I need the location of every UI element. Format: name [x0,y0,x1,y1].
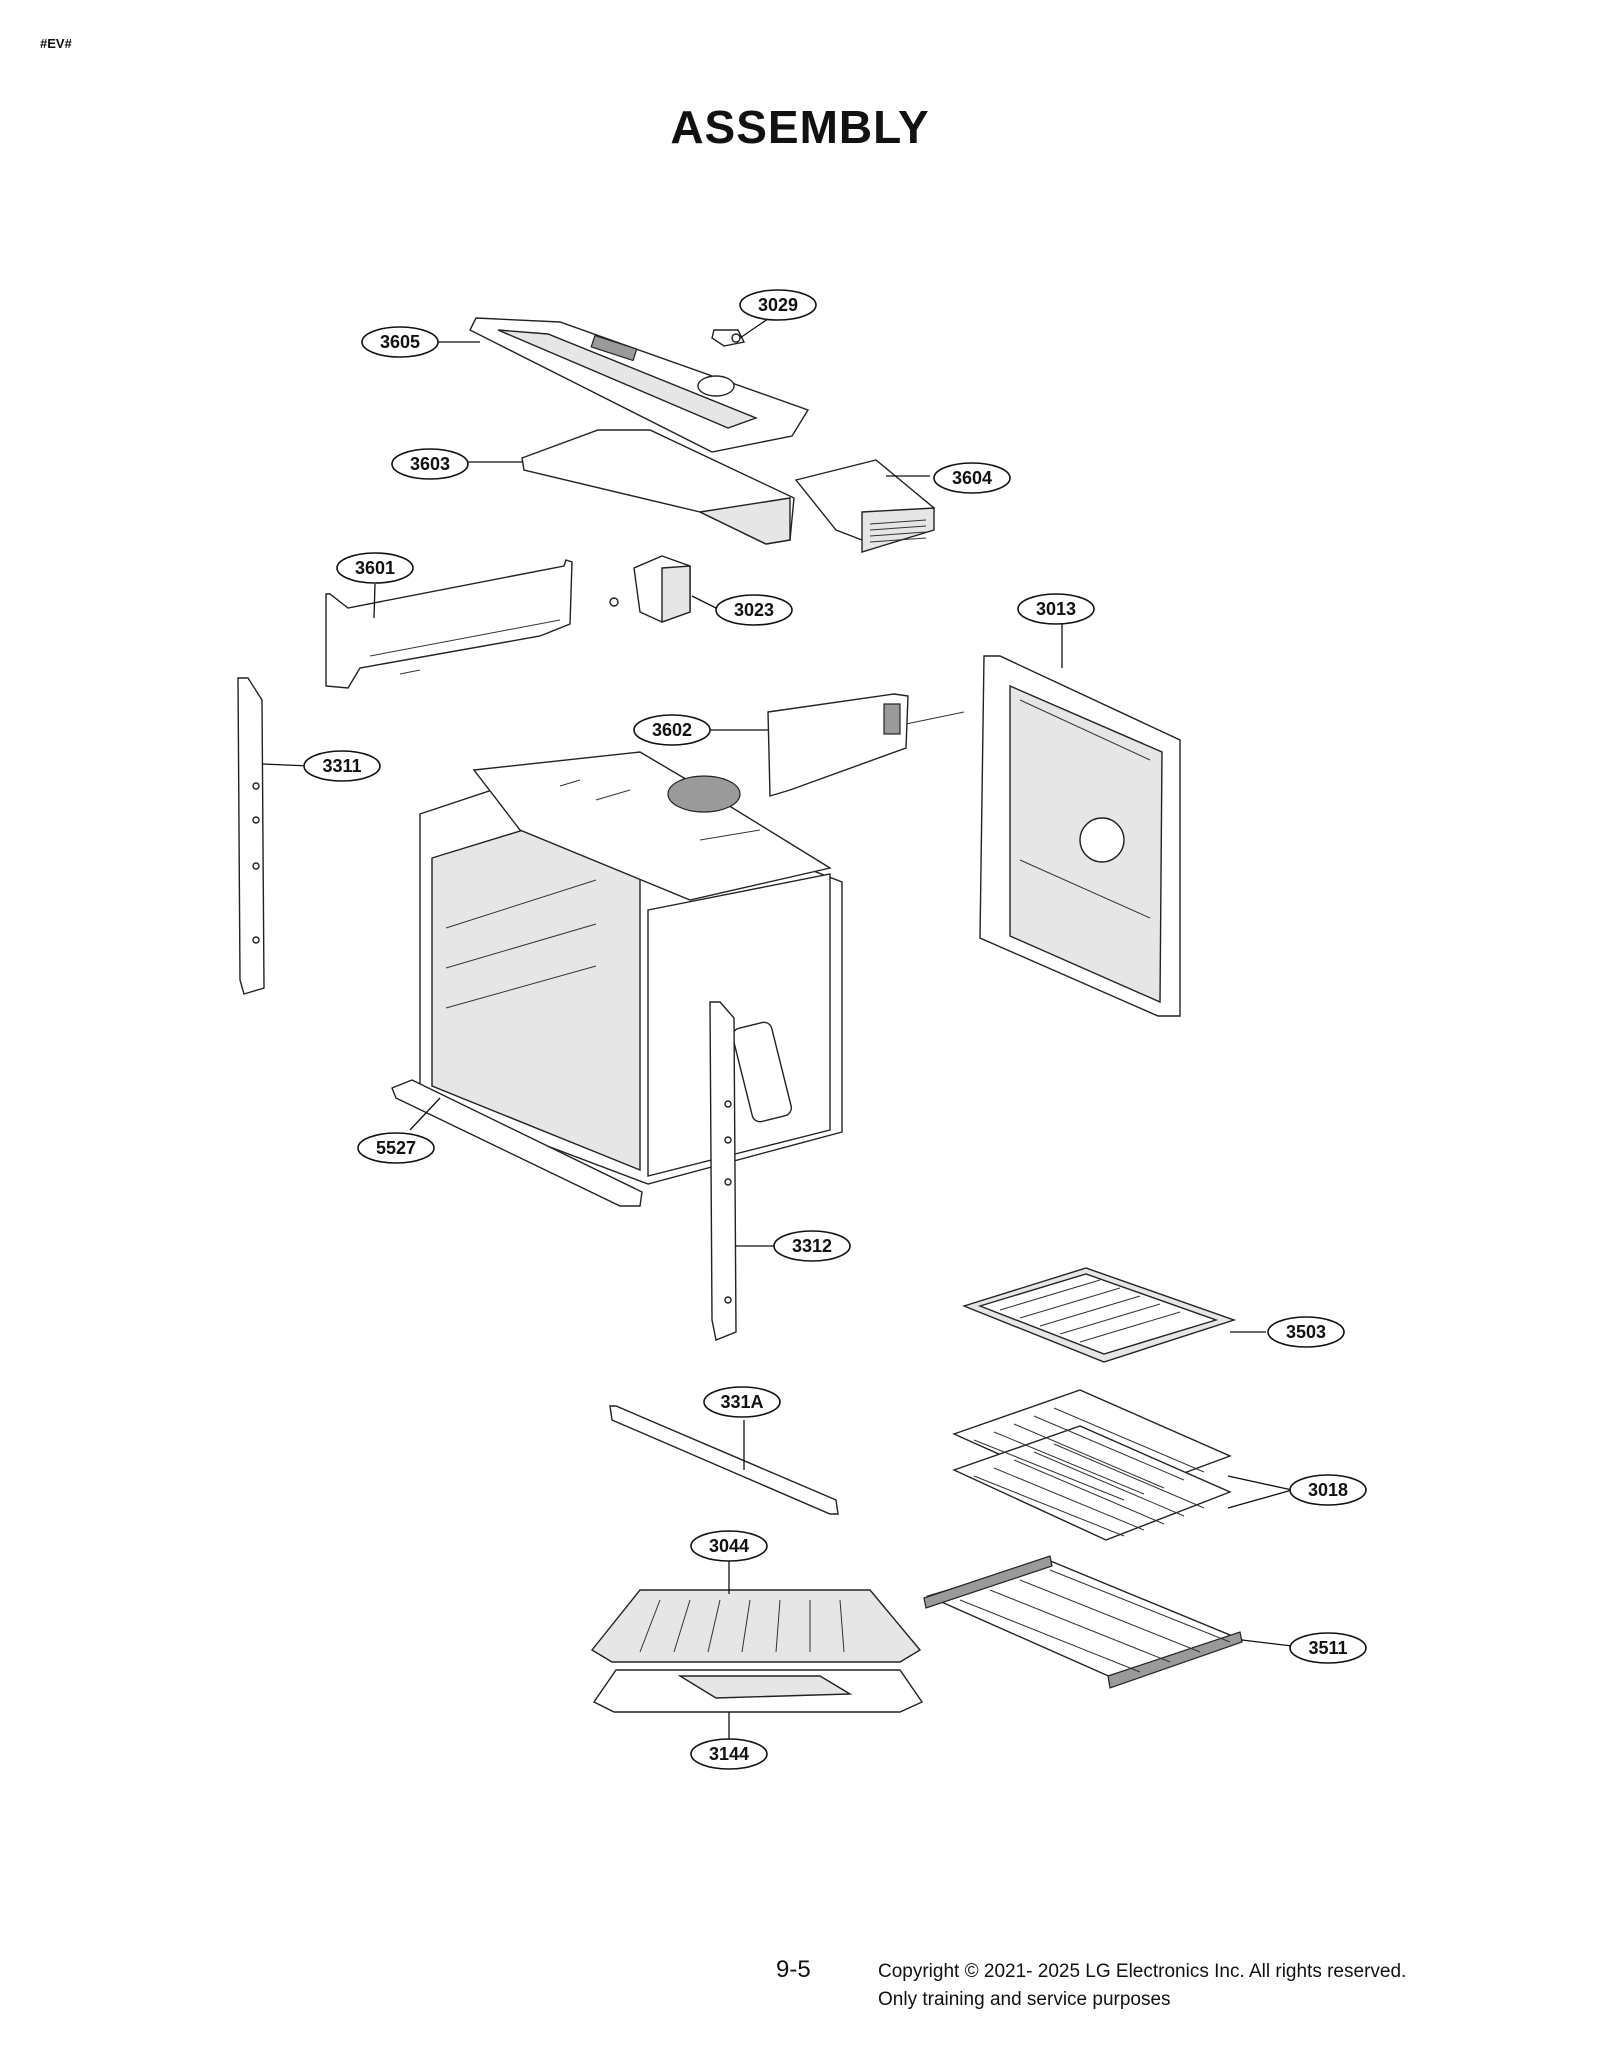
part-rear-plate [767,693,965,797]
svg-text:3029: 3029 [758,295,798,315]
callout-3604: 3604 [933,462,1011,494]
part-bracket-small [711,329,746,347]
copyright-notice: Copyright © 2021- 2025 LG Electronics In… [878,1958,1406,2014]
part-oven-cavity [419,751,843,1185]
callout-5527: 5527 [357,1132,435,1164]
part-rail-right [709,1001,737,1341]
callout-3018: 3018 [1289,1474,1367,1506]
svg-text:3312: 3312 [792,1236,832,1256]
copyright-line-2: Only training and service purposes [878,1989,1171,2010]
part-mesh-tray [961,1267,1237,1363]
callout-3601: 3601 [336,552,414,584]
callout-3503: 3503 [1267,1316,1345,1348]
callout-3144: 3144 [690,1738,768,1770]
svg-text:3013: 3013 [1036,599,1076,619]
part-control-module [609,555,691,623]
copyright-line-1: Copyright © 2021- 2025 LG Electronics In… [878,1961,1407,1982]
svg-text:3604: 3604 [952,468,992,488]
callout-3511: 3511 [1289,1632,1367,1664]
svg-text:3503: 3503 [1286,1322,1326,1342]
svg-text:3144: 3144 [709,1744,749,1764]
part-back-wall [979,655,1181,1017]
part-rail-left [237,677,265,995]
callout-3029: 3029 [739,289,817,321]
svg-text:331A: 331A [720,1392,763,1412]
corner-mark: #EV# [40,36,72,51]
part-trim-strip [609,1405,839,1515]
callout-3605: 3605 [361,326,439,358]
leader-lines [261,311,1293,1740]
svg-text:3605: 3605 [380,332,420,352]
part-front-trim [391,1079,643,1207]
callout-3311: 3311 [303,750,381,782]
svg-text:3511: 3511 [1308,1638,1347,1658]
callout-3602: 3602 [633,714,711,746]
svg-text:3018: 3018 [1308,1480,1348,1500]
svg-text:3602: 3602 [652,720,692,740]
page-title: ASSEMBLY [670,101,930,153]
callout-331A: 331A [703,1386,781,1418]
part-duct-box [794,459,936,553]
callout-3023: 3023 [715,594,793,626]
part-shield-plate [521,429,795,545]
part-oven-racks [952,1389,1232,1541]
svg-text:3023: 3023 [734,600,774,620]
part-slide-rack [923,1555,1244,1689]
svg-text:3601: 3601 [355,558,395,578]
svg-text:3044: 3044 [709,1536,749,1556]
page-number: 9-5 [776,1956,811,1983]
part-rear-panel-left [325,559,573,689]
callout-3312: 3312 [773,1230,851,1262]
part-top-cover [469,317,810,453]
svg-text:3603: 3603 [410,454,450,474]
callout-3603: 3603 [391,448,469,480]
callout-3044: 3044 [690,1530,768,1562]
part-broiler-grid [590,1589,922,1663]
part-broiler-pan [592,1669,924,1713]
svg-text:5527: 5527 [376,1138,416,1158]
svg-text:3311: 3311 [322,756,361,776]
callout-3013: 3013 [1017,593,1095,625]
